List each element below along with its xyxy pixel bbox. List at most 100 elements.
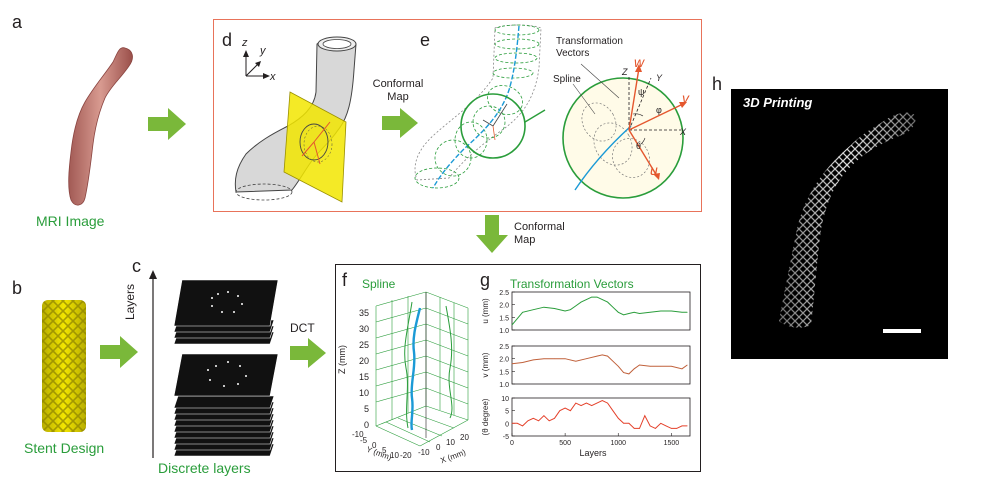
data-point <box>591 405 592 406</box>
vector-v-label: v <box>682 90 689 106</box>
panel-letter-a: a <box>12 12 23 32</box>
data-point <box>559 410 561 411</box>
data-point <box>543 358 545 359</box>
data-point <box>665 425 667 427</box>
data-point <box>564 310 566 312</box>
data-point <box>628 313 630 314</box>
data-point <box>554 358 555 359</box>
data-point <box>548 420 550 422</box>
data-point <box>575 402 577 404</box>
transformation-vectors-title: Transformation Vectors <box>510 277 634 291</box>
chart-frame <box>511 397 691 437</box>
z-tick-10: 10 <box>359 388 370 398</box>
vector-w-label: w <box>634 54 645 70</box>
data-point <box>580 301 582 303</box>
data-point <box>517 423 518 424</box>
arrow-right-icon <box>100 336 138 368</box>
axis-z-label: z <box>242 37 248 49</box>
discrete-layers-label: Discrete layers <box>158 460 251 476</box>
printed-stent-photo: 3D Printing <box>731 89 948 359</box>
data-point <box>532 359 534 361</box>
y-tick-label: 2.0 <box>499 303 509 310</box>
data-point <box>687 311 688 313</box>
y-tick-label: 1.5 <box>499 369 509 376</box>
y-tick-label: 2.5 <box>499 290 509 297</box>
data-point <box>655 428 656 429</box>
mri-vessel-image <box>68 47 133 206</box>
z-tick-0: 0 <box>364 420 370 430</box>
y-tick-label: 1.0 <box>499 382 509 389</box>
printing-title: 3D Printing <box>743 95 813 110</box>
y-tick-label: 2.0 <box>499 357 509 364</box>
mri-image-label: MRI Image <box>36 213 105 229</box>
axis-x-label: x <box>270 71 276 83</box>
data-point <box>522 425 523 427</box>
data-point <box>570 309 571 311</box>
y-tick: 0 <box>372 441 377 450</box>
y-tick-label: 10 <box>501 396 509 403</box>
data-point <box>617 365 619 367</box>
data-point <box>522 311 523 313</box>
data-point <box>564 407 566 409</box>
y-axis-label: (θ degree) <box>481 398 490 435</box>
data-point <box>586 299 587 300</box>
panel-letter-b: b <box>12 278 23 298</box>
y-tick-label: 1.5 <box>499 315 509 322</box>
x-axis-label: Layers <box>579 448 607 458</box>
data-point <box>607 402 608 404</box>
data-point <box>633 311 635 313</box>
x-tick: 20 <box>460 433 469 442</box>
data-point <box>612 410 614 411</box>
data-point <box>681 425 683 427</box>
panel-letter-c: c <box>132 256 141 276</box>
analysis-panel <box>335 264 701 472</box>
theta-label: θ <box>636 141 642 151</box>
psi-label: ψ <box>638 87 645 97</box>
panel-letter-e: e <box>420 30 431 50</box>
spline-plot-title: Spline <box>362 277 396 291</box>
data-point <box>607 301 608 303</box>
data-point <box>660 423 662 424</box>
data-point <box>671 310 672 312</box>
panel-letter-f: f <box>342 270 348 290</box>
chart-frame <box>511 291 691 331</box>
y-tick: 10 <box>390 451 399 460</box>
data-point <box>687 364 688 366</box>
z-tick-25: 25 <box>359 340 370 350</box>
chart-frame <box>511 345 691 385</box>
data-point <box>602 354 603 356</box>
transformation-vectors-label: Transformation Vectors <box>556 36 623 59</box>
data-point <box>617 311 619 313</box>
conformal-map-label-top: Conformal Map <box>372 78 424 103</box>
data-point <box>623 423 624 424</box>
data-point <box>602 299 603 300</box>
transformation-vector-charts: 2.52.01.51.0u (mm)2.52.01.51.0v (mm)1050… <box>481 290 691 458</box>
discrete-layers-stack <box>173 279 279 457</box>
data-point <box>633 368 635 370</box>
axis-Y-label: Y <box>656 73 663 83</box>
y-tick: -5 <box>360 436 368 445</box>
data-point <box>671 428 672 429</box>
arrow-right-icon <box>290 338 326 368</box>
data-point <box>628 423 630 424</box>
data-point <box>649 365 651 367</box>
panel-letter-g: g <box>480 270 491 290</box>
data-point <box>639 428 640 429</box>
data-point <box>639 313 640 314</box>
data-point <box>564 358 566 359</box>
axis-X-label: X <box>680 127 687 137</box>
data-point <box>660 365 662 367</box>
data-point <box>591 296 592 298</box>
data-point <box>602 400 603 401</box>
data-point <box>660 310 662 312</box>
layers-axis-arrow <box>149 270 157 458</box>
data-point <box>628 373 630 375</box>
data-point <box>532 417 534 419</box>
spline-3d-plot <box>375 291 469 447</box>
data-point <box>586 402 587 404</box>
spline-label: Spline <box>553 74 581 85</box>
y-tick-label: 0 <box>505 421 509 428</box>
data-point <box>532 309 534 311</box>
conformal-map-label-bottom: Conformal Map <box>514 221 565 246</box>
dct-label: DCT <box>290 321 315 335</box>
